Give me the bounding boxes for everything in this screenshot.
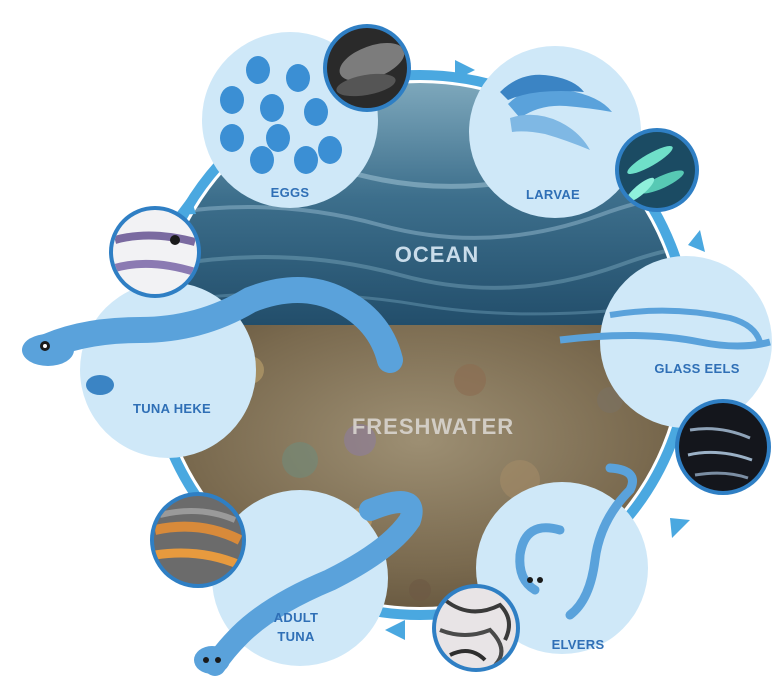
stage-glass-eels: GLASS EELS	[559, 256, 772, 428]
ocean-label: OCEAN	[395, 242, 479, 267]
photo-inset-adult-tuna	[150, 492, 246, 588]
eel-icon	[22, 277, 403, 395]
larvae-label: LARVAE	[526, 187, 580, 202]
eggs-label: EGGS	[271, 185, 310, 200]
photo-inset-glass-eels	[675, 399, 771, 495]
freshwater-label: FRESHWATER	[352, 414, 514, 439]
egg-icon	[220, 56, 342, 174]
stage-elvers: ELVERS	[476, 463, 648, 654]
stage-tuna-heke: TUNA HEKE	[22, 277, 403, 458]
glass-eels-label: GLASS EELS	[654, 361, 739, 376]
eel-icon	[515, 463, 637, 620]
tuna-heke-label: TUNA HEKE	[133, 401, 211, 416]
eel-icon	[559, 307, 771, 350]
photo-inset-eggs	[323, 24, 411, 112]
elvers-label: ELVERS	[552, 637, 605, 652]
stage-adult-tuna: ADULT TUNA	[194, 490, 423, 676]
stage-larvae: LARVAE	[469, 46, 641, 218]
adult-tuna-label-line1: ADULT	[274, 610, 319, 625]
adult-tuna-label-line2: TUNA	[277, 629, 315, 644]
photo-inset-larvae	[615, 128, 699, 212]
eel-icon	[500, 74, 612, 150]
photo-inset-tuna-heke	[109, 206, 201, 298]
photo-inset-elvers	[432, 584, 520, 672]
eel-icon	[194, 491, 423, 676]
